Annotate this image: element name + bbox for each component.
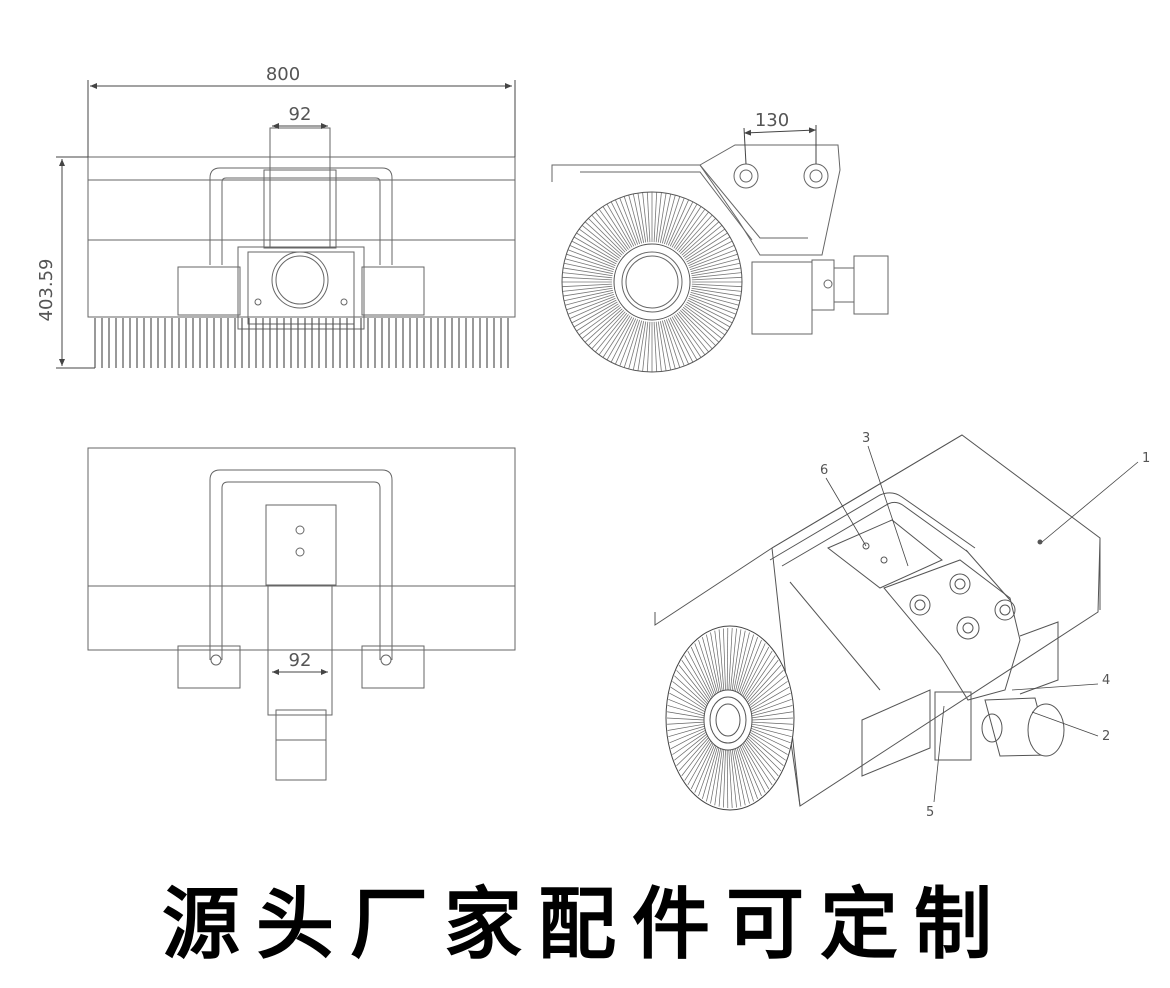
callout-2: 2: [1102, 729, 1110, 744]
front-view: [87, 127, 516, 368]
callout-6: 6: [820, 463, 828, 478]
page-caption: 源头厂家配件可定制: [161, 880, 1008, 970]
isometric-callout-leaders: [825, 445, 1139, 803]
side-pivot-spacing-label: 130: [755, 110, 789, 131]
top-view: [87, 447, 516, 781]
callout-4: 4: [1102, 673, 1110, 688]
front-mount-width-label: 92: [289, 104, 312, 125]
front-dimensions: [56, 80, 516, 369]
side-view: [551, 144, 889, 373]
callout-1: 1: [1142, 451, 1150, 466]
isometric-view: [654, 434, 1101, 811]
front-height-label: 403.59: [36, 259, 57, 322]
top-mount-width-label: 92: [289, 650, 312, 671]
front-width-label: 800: [266, 64, 300, 85]
callout-3: 3: [862, 431, 870, 446]
side-dimensions: [743, 125, 817, 165]
callout-5: 5: [926, 805, 934, 820]
